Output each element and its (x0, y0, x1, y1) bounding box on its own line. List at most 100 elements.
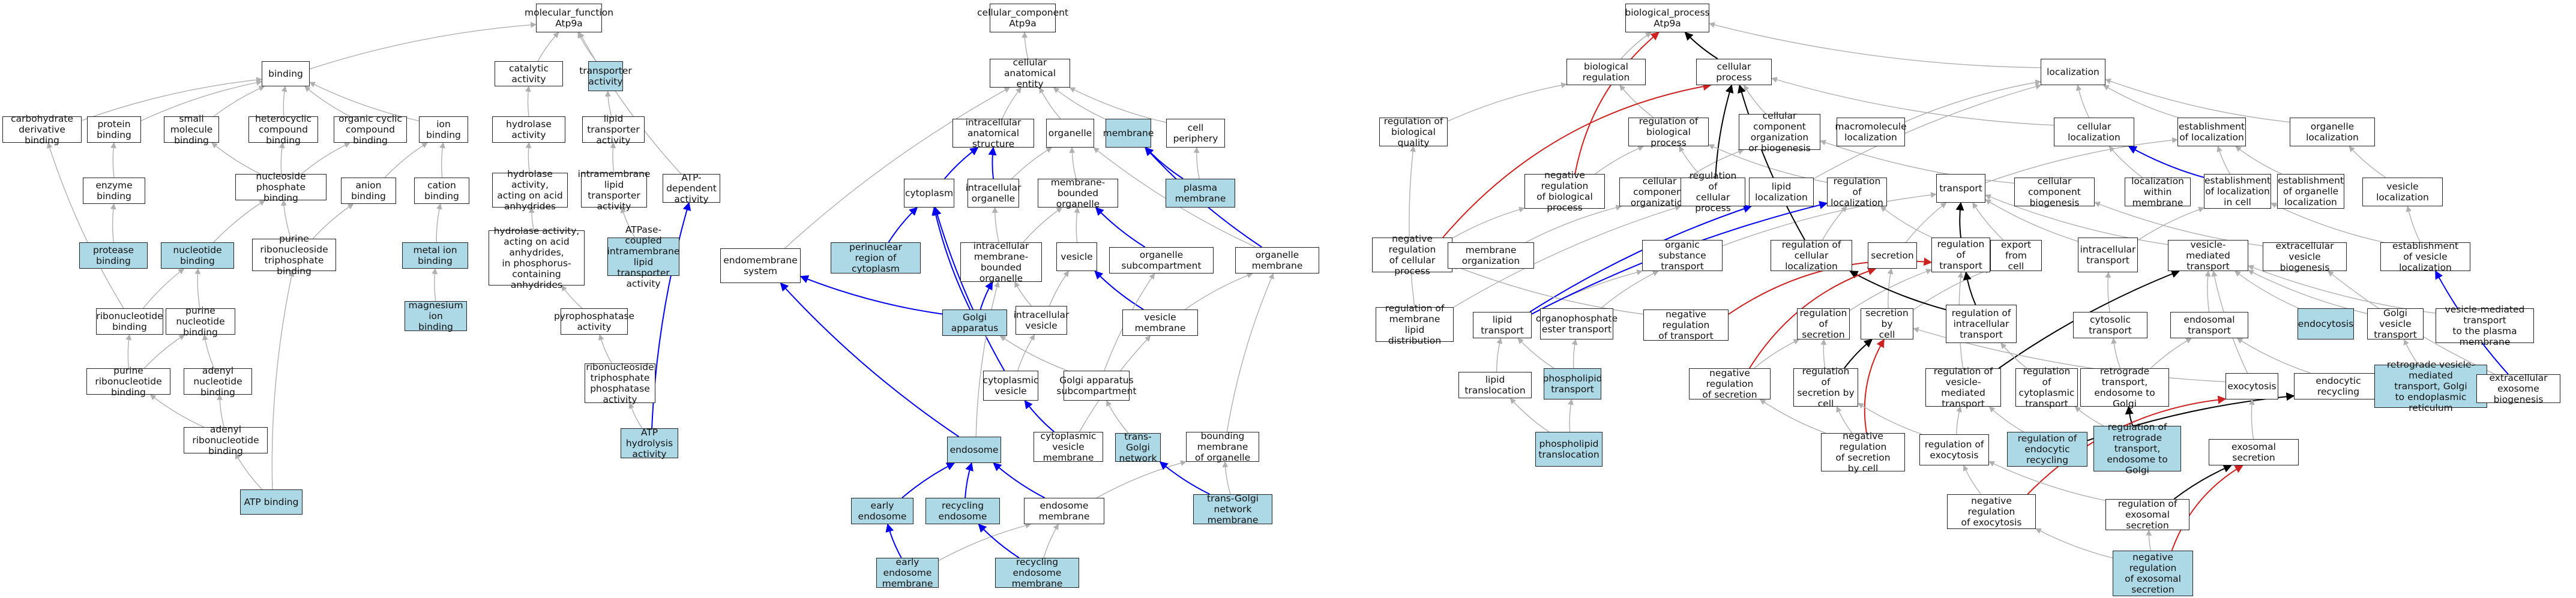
go-term-node-vesmem[interactable]: vesicle membrane (1122, 309, 1198, 336)
go-term-node-regbioproc[interactable]: regulation of biological process (1628, 116, 1709, 148)
go-term-node-recendomem[interactable]: recycling endosome membrane (995, 557, 1079, 589)
go-term-node-extraexo[interactable]: extracellular exosome biogenesis (2476, 372, 2560, 405)
go-term-node-imbo[interactable]: intracellular membrane-bounded organelle (960, 241, 1042, 284)
go-term-node-atphydro[interactable]: ATP hydrolysis activity (621, 427, 678, 459)
go-term-node-negregcell[interactable]: negative regulation of cellular process (1372, 233, 1452, 277)
go-term-node-cation[interactable]: cation binding (414, 178, 469, 204)
go-term-node-ribonuc[interactable]: ribonucleotide binding (96, 308, 163, 335)
go-term-node-cellproc[interactable]: cellular process (1696, 59, 1772, 85)
go-term-node-plasmamem[interactable]: plasma membrane (1166, 179, 1235, 208)
go-term-node-estloc[interactable]: establishment of localization (2177, 118, 2246, 146)
go-term-node-membbound[interactable]: membrane-bounded organelle (1038, 177, 1118, 209)
go-term-node-metalion[interactable]: metal ion binding (402, 242, 468, 269)
go-term-node-intramem[interactable]: intramembrane lipid transporter activity (577, 169, 651, 212)
go-term-node-adenylnuc[interactable]: adenyl nucleotide binding (184, 365, 252, 398)
go-term-node-memorg[interactable]: membrane organization (1448, 242, 1534, 269)
go-term-node-atpdep[interactable]: ATP-dependent activity (663, 172, 720, 205)
go-term-node-adenylribo[interactable]: adenyl ribonucleotide binding (184, 424, 268, 456)
go-term-node-orgsubtrans[interactable]: organic substance transport (1642, 239, 1723, 272)
go-term-node-endotrans[interactable]: endosomal transport (2170, 312, 2248, 338)
go-term-node-regretrograde[interactable]: regulation of retrograde transport, endo… (2093, 422, 2181, 476)
go-term-node-negregtrans[interactable]: negative regulation of transport (1643, 309, 1729, 341)
go-term-node-macroloc[interactable]: macromolecule localization (1835, 118, 1907, 146)
go-term-node-orgmem[interactable]: organelle membrane (1235, 247, 1319, 274)
go-term-node-transgolgi[interactable]: trans-Golgi network (1115, 431, 1161, 464)
go-term-node-binding[interactable]: binding (262, 61, 310, 86)
go-term-node-regexosomal[interactable]: regulation of exosomal secretion (2105, 498, 2189, 531)
go-term-node-retrogradeendo[interactable]: retrograde transport, endosome to Golgi (2080, 366, 2169, 409)
go-term-node-secbycell[interactable]: secretion by cell (1861, 308, 1913, 340)
go-term-node-cytovesicle[interactable]: cytoplasmic vesicle (983, 371, 1038, 401)
go-term-node-regtrans[interactable]: regulation of transport (1931, 238, 1990, 272)
go-term-node-golgivestrans[interactable]: Golgi vesicle transport (2367, 308, 2424, 340)
go-term-node-carb[interactable]: carbohydrate derivative binding (2, 113, 82, 146)
go-term-node-cellperiph[interactable]: cell periphery (1166, 119, 1225, 148)
go-term-node-extravesbio[interactable]: extracellular vesicle biogenesis (2263, 241, 2347, 273)
go-term-node-ccbio[interactable]: cellular component biogenesis (2014, 176, 2095, 208)
go-term-node-endorecycling[interactable]: endocytic recycling (2294, 373, 2383, 399)
go-term-node-protease[interactable]: protease binding (79, 242, 148, 269)
go-term-node-endomem[interactable]: endomembrane system (720, 248, 801, 283)
go-term-node-transporter[interactable]: transporter activity (579, 61, 632, 91)
go-term-node-regcellproc[interactable]: regulation of cellular process (1681, 170, 1745, 214)
go-term-node-regsec[interactable]: regulation of secretion (1797, 308, 1850, 340)
go-term-node-hydrolase[interactable]: hydrolase activity (492, 116, 565, 143)
go-term-node-organelle[interactable]: organelle (1046, 119, 1094, 148)
go-term-node-lipidtrans[interactable]: lipid transporter activity (582, 113, 645, 146)
go-term-node-golgi[interactable]: Golgi apparatus (942, 309, 1007, 336)
go-term-node-exocytosis[interactable]: exocytosis (2225, 373, 2278, 399)
go-term-node-regcellloc[interactable]: regulation of cellular localization (1771, 239, 1852, 272)
go-term-node-intraorg[interactable]: intracellular organelle (966, 179, 1021, 208)
go-term-node-hydroacid[interactable]: hydrolase activity, acting on acid anhyd… (492, 169, 568, 212)
go-term-node-intratrans[interactable]: intracellular transport (2078, 238, 2138, 272)
go-term-node-regintratrans[interactable]: regulation of intracellular transport (1946, 305, 2017, 343)
go-term-node-exportcell[interactable]: export from cell (1990, 239, 2042, 272)
go-term-node-ionbind[interactable]: ion binding (419, 116, 468, 143)
go-term-node-nucphos[interactable]: nucleoside phosphate binding (235, 171, 327, 203)
go-term-node-boundorgmem[interactable]: bounding membrane of organelle (1186, 431, 1259, 463)
go-term-node-golgisub[interactable]: Golgi apparatus subcompartment (1056, 371, 1137, 401)
go-term-node-purribtri[interactable]: purine ribonucleoside triphosphate bindi… (252, 233, 336, 277)
go-term-node-cytotrans[interactable]: cytosolic transport (2073, 312, 2147, 338)
go-term-node-orgsub[interactable]: organelle subcompartment (1109, 247, 1214, 274)
go-term-node-catalytic[interactable]: catalytic activity (495, 61, 563, 86)
go-term-node-lipidloc[interactable]: lipid localization (1749, 178, 1814, 206)
go-term-node-regendorecycling[interactable]: regulation of endocytic recycling (2007, 432, 2087, 467)
go-term-node-estloccell[interactable]: establishment of localization in cell (2204, 174, 2271, 209)
go-term-node-negregexo[interactable]: negative regulation of exocytosis (1947, 494, 2036, 529)
go-term-node-magnesium[interactable]: magnesium ion binding (405, 300, 467, 332)
go-term-node-cellloc[interactable]: cellular localization (2054, 118, 2134, 146)
go-term-node-regvesmed[interactable]: regulation of vesicle-mediated transport (1925, 366, 2001, 409)
go-term-node-orgcyc[interactable]: organic cyclic compound binding (334, 113, 407, 146)
go-term-node-membrane[interactable]: membrane (1103, 119, 1154, 148)
go-term-node-estvesloc[interactable]: establishment of vesicle localization (2380, 241, 2470, 273)
go-term-node-earlyendomem[interactable]: early endosome membrane (876, 557, 939, 589)
go-term-node-negregsec[interactable]: negative regulation of secretion (1689, 368, 1771, 400)
go-term-node-regcytotrans[interactable]: regulation of cytoplasmic transport (2015, 366, 2078, 409)
go-term-node-purribnuc[interactable]: purine ribonucleotide binding (86, 365, 170, 398)
go-term-node-atpbind[interactable]: ATP binding (240, 489, 302, 515)
go-term-node-regsecbycell[interactable]: regulation of secretion by cell (1793, 366, 1858, 409)
go-term-node-enzbind[interactable]: enzyme binding (83, 178, 145, 204)
go-term-node-cae[interactable]: cellular anatomical entity (990, 57, 1070, 89)
go-term-node-anion[interactable]: anion binding (341, 178, 396, 204)
go-term-node-cc[interactable]: cellular_component Atp9a (977, 4, 1068, 32)
go-term-node-phospholipidtrans[interactable]: phospholipid transport (1543, 368, 1602, 399)
go-term-node-purnuc[interactable]: purine nucleotide binding (166, 305, 235, 338)
go-term-node-ccorg[interactable]: cellular component organization or bioge… (1739, 110, 1820, 154)
go-term-node-transport[interactable]: transport (1936, 174, 1985, 203)
go-term-node-orgloc[interactable]: organelle localization (2290, 118, 2375, 146)
go-term-node-intravesicle[interactable]: intracellular vesicle (1014, 306, 1069, 335)
go-term-node-regloc[interactable]: regulation of localization (1827, 176, 1887, 208)
go-term-node-mf[interactable]: molecular_function Atp9a (525, 4, 613, 32)
go-term-node-vesmedtrans[interactable]: vesicle-mediated transport (2168, 239, 2248, 272)
go-term-node-lipidtransport[interactable]: lipid transport (1473, 312, 1532, 338)
go-term-node-vesicle[interactable]: vesicle (1056, 242, 1097, 271)
go-term-node-endomembrane[interactable]: endosome membrane (1024, 498, 1104, 524)
go-term-node-ias[interactable]: intracellular anatomical structure (952, 117, 1034, 149)
go-term-node-regmemlipid[interactable]: regulation of membrane lipid distributio… (1376, 303, 1454, 346)
go-term-node-hetero[interactable]: heterocyclic compound binding (248, 113, 318, 146)
go-term-node-regbioqual[interactable]: regulation of biological quality (1379, 116, 1448, 148)
go-term-node-ntpase[interactable]: ribonucleoside triphosphate phosphatase … (585, 362, 655, 405)
go-term-node-earlyendo[interactable]: early endosome (851, 498, 913, 524)
